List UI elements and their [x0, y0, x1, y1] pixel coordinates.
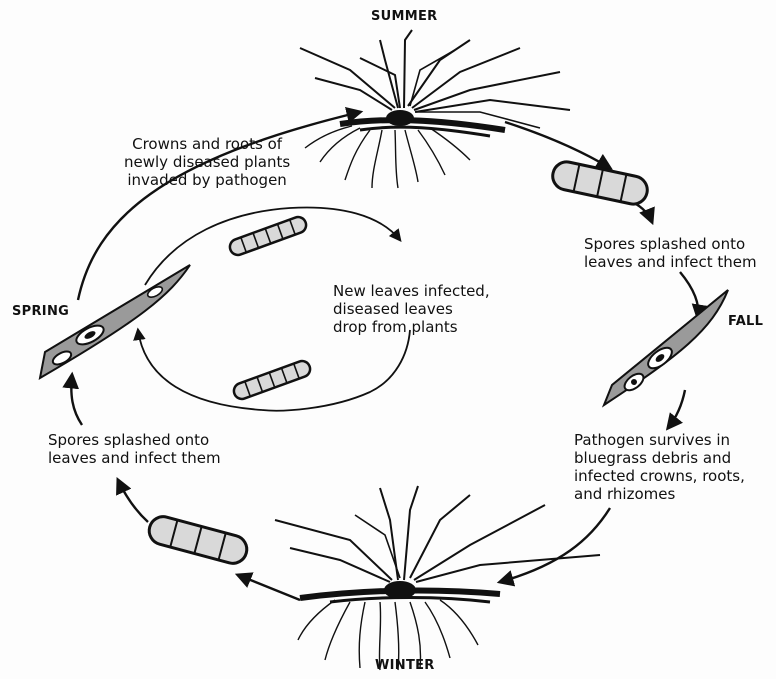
spore-inner-top: [228, 215, 309, 257]
stage-spores-splashed-spring: Spores splashed onto leaves and infect t…: [48, 431, 221, 467]
spore-winter-spring: [146, 514, 250, 567]
season-label-winter: WINTER: [375, 658, 435, 673]
season-label-spring: SPRING: [12, 304, 69, 319]
summer-grass-plant: [300, 30, 570, 188]
stage-pathogen-survives: Pathogen survives in bluegrass debris an…: [574, 431, 745, 503]
spring-infected-leaf: [40, 265, 190, 378]
stage-crowns-invaded: Crowns and roots of newly diseased plant…: [124, 135, 290, 189]
stage-spores-splashed-fall: Spores splashed onto leaves and infect t…: [584, 235, 757, 271]
season-label-summer: SUMMER: [371, 9, 437, 24]
arrow-spore-to-text-low: [118, 480, 148, 522]
spore-inner-bottom: [232, 359, 313, 401]
arrow-text-to-spring: [71, 375, 82, 425]
arrow-fall-to-text: [668, 390, 685, 428]
season-label-fall: FALL: [728, 314, 763, 329]
arrow-text-to-fall: [680, 272, 698, 318]
winter-grass-plant: [275, 486, 600, 670]
arrow-summer-to-spore: [505, 122, 610, 168]
arrow-winter-to-spore: [238, 575, 300, 600]
spore-summer-fall: [550, 159, 650, 206]
fall-infected-leaf: [604, 290, 728, 405]
stage-new-leaves-infected: New leaves infected, diseased leaves dro…: [333, 282, 490, 336]
